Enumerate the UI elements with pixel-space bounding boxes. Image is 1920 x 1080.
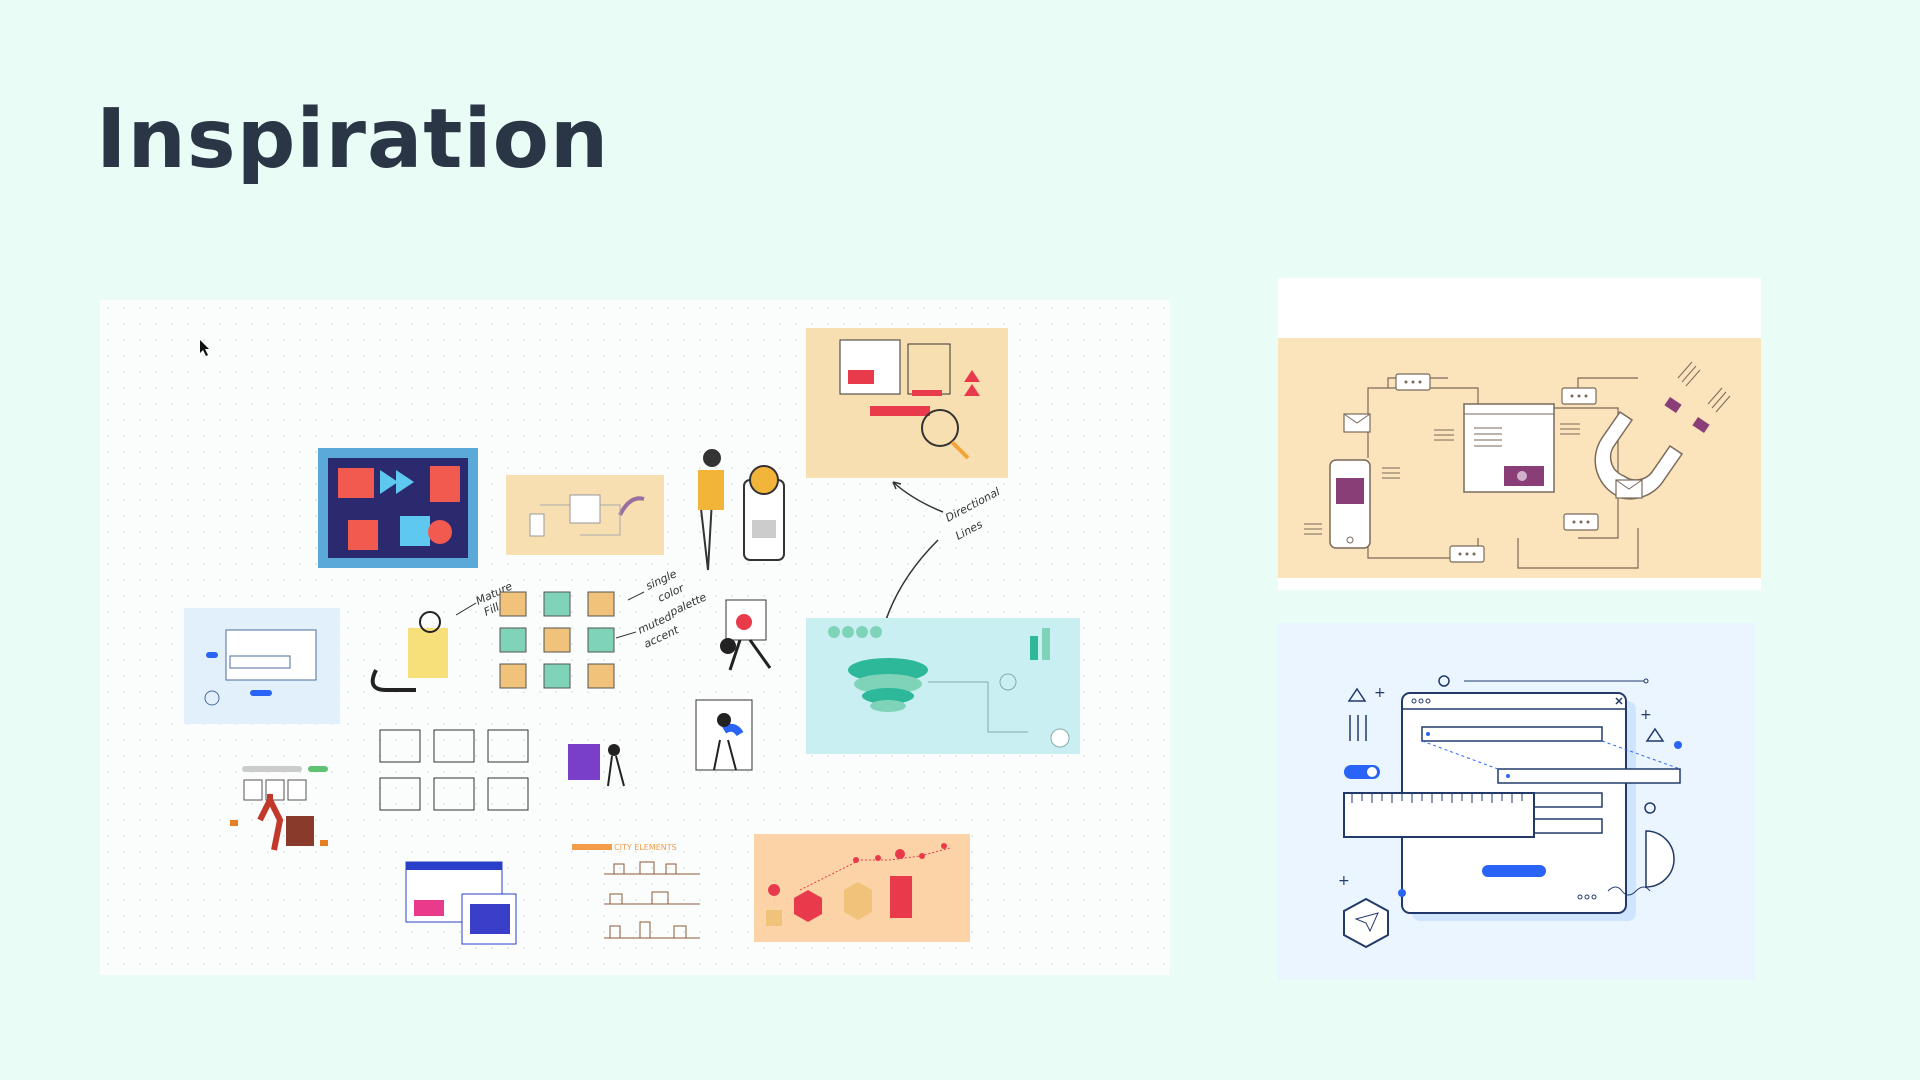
city-elements-label: CITY ELEMENTS bbox=[614, 843, 677, 852]
thumbnail-teal-funnel[interactable] bbox=[806, 618, 1080, 754]
annotation-directional: Directional bbox=[943, 485, 1002, 525]
thumbnail-purple-monitor[interactable] bbox=[568, 744, 625, 787]
thumbnail-lineart-grid[interactable] bbox=[379, 729, 529, 811]
thumbnail-city-elements[interactable]: CITY ELEMENTS bbox=[572, 843, 700, 939]
thumbnail-ui-windows[interactable] bbox=[405, 861, 517, 945]
annotation-fill: Fill bbox=[482, 600, 502, 618]
annotation-lines: Lines bbox=[953, 518, 985, 543]
submit-button-illustration bbox=[1482, 865, 1546, 877]
thumbnail-people-megaphone[interactable] bbox=[230, 766, 328, 851]
thumbnail-geometric-blue[interactable] bbox=[318, 448, 478, 568]
thumbnail-icon-grid[interactable]: single color palette muted accent bbox=[499, 567, 709, 689]
magnet-icon bbox=[1594, 410, 1684, 500]
thumbnail-map-pins[interactable] bbox=[754, 834, 970, 942]
thumbnail-person-yellow[interactable]: Mature Fill bbox=[370, 579, 515, 692]
illustration-card-peach[interactable] bbox=[1278, 278, 1761, 590]
svg-text:+: + bbox=[1640, 707, 1652, 723]
thumbnail-person-board[interactable] bbox=[720, 599, 772, 671]
thumbnail-blue-ui[interactable] bbox=[184, 608, 340, 724]
close-icon bbox=[1615, 697, 1623, 705]
svg-text:+: + bbox=[1374, 685, 1386, 701]
svg-text:+: + bbox=[1338, 873, 1350, 889]
form-field bbox=[1421, 726, 1603, 742]
thumbnail-peach-network[interactable] bbox=[506, 475, 664, 555]
thumbnail-woman-whiteboard[interactable] bbox=[695, 699, 753, 771]
form-field bbox=[1497, 768, 1681, 784]
illustration-card-blue[interactable]: + + + bbox=[1278, 623, 1755, 980]
cursor-arrow-icon bbox=[200, 340, 209, 356]
slide-title: Inspiration bbox=[96, 92, 610, 187]
moodboard-canvas[interactable]: Directional Lines Mature Fill bbox=[100, 300, 1170, 975]
thumbnail-person-robot[interactable] bbox=[698, 449, 785, 571]
triangle-icon bbox=[1347, 687, 1367, 702]
thumbnail-peach-analytics[interactable] bbox=[806, 328, 1008, 478]
arrows-directional: Directional Lines bbox=[881, 481, 1002, 627]
